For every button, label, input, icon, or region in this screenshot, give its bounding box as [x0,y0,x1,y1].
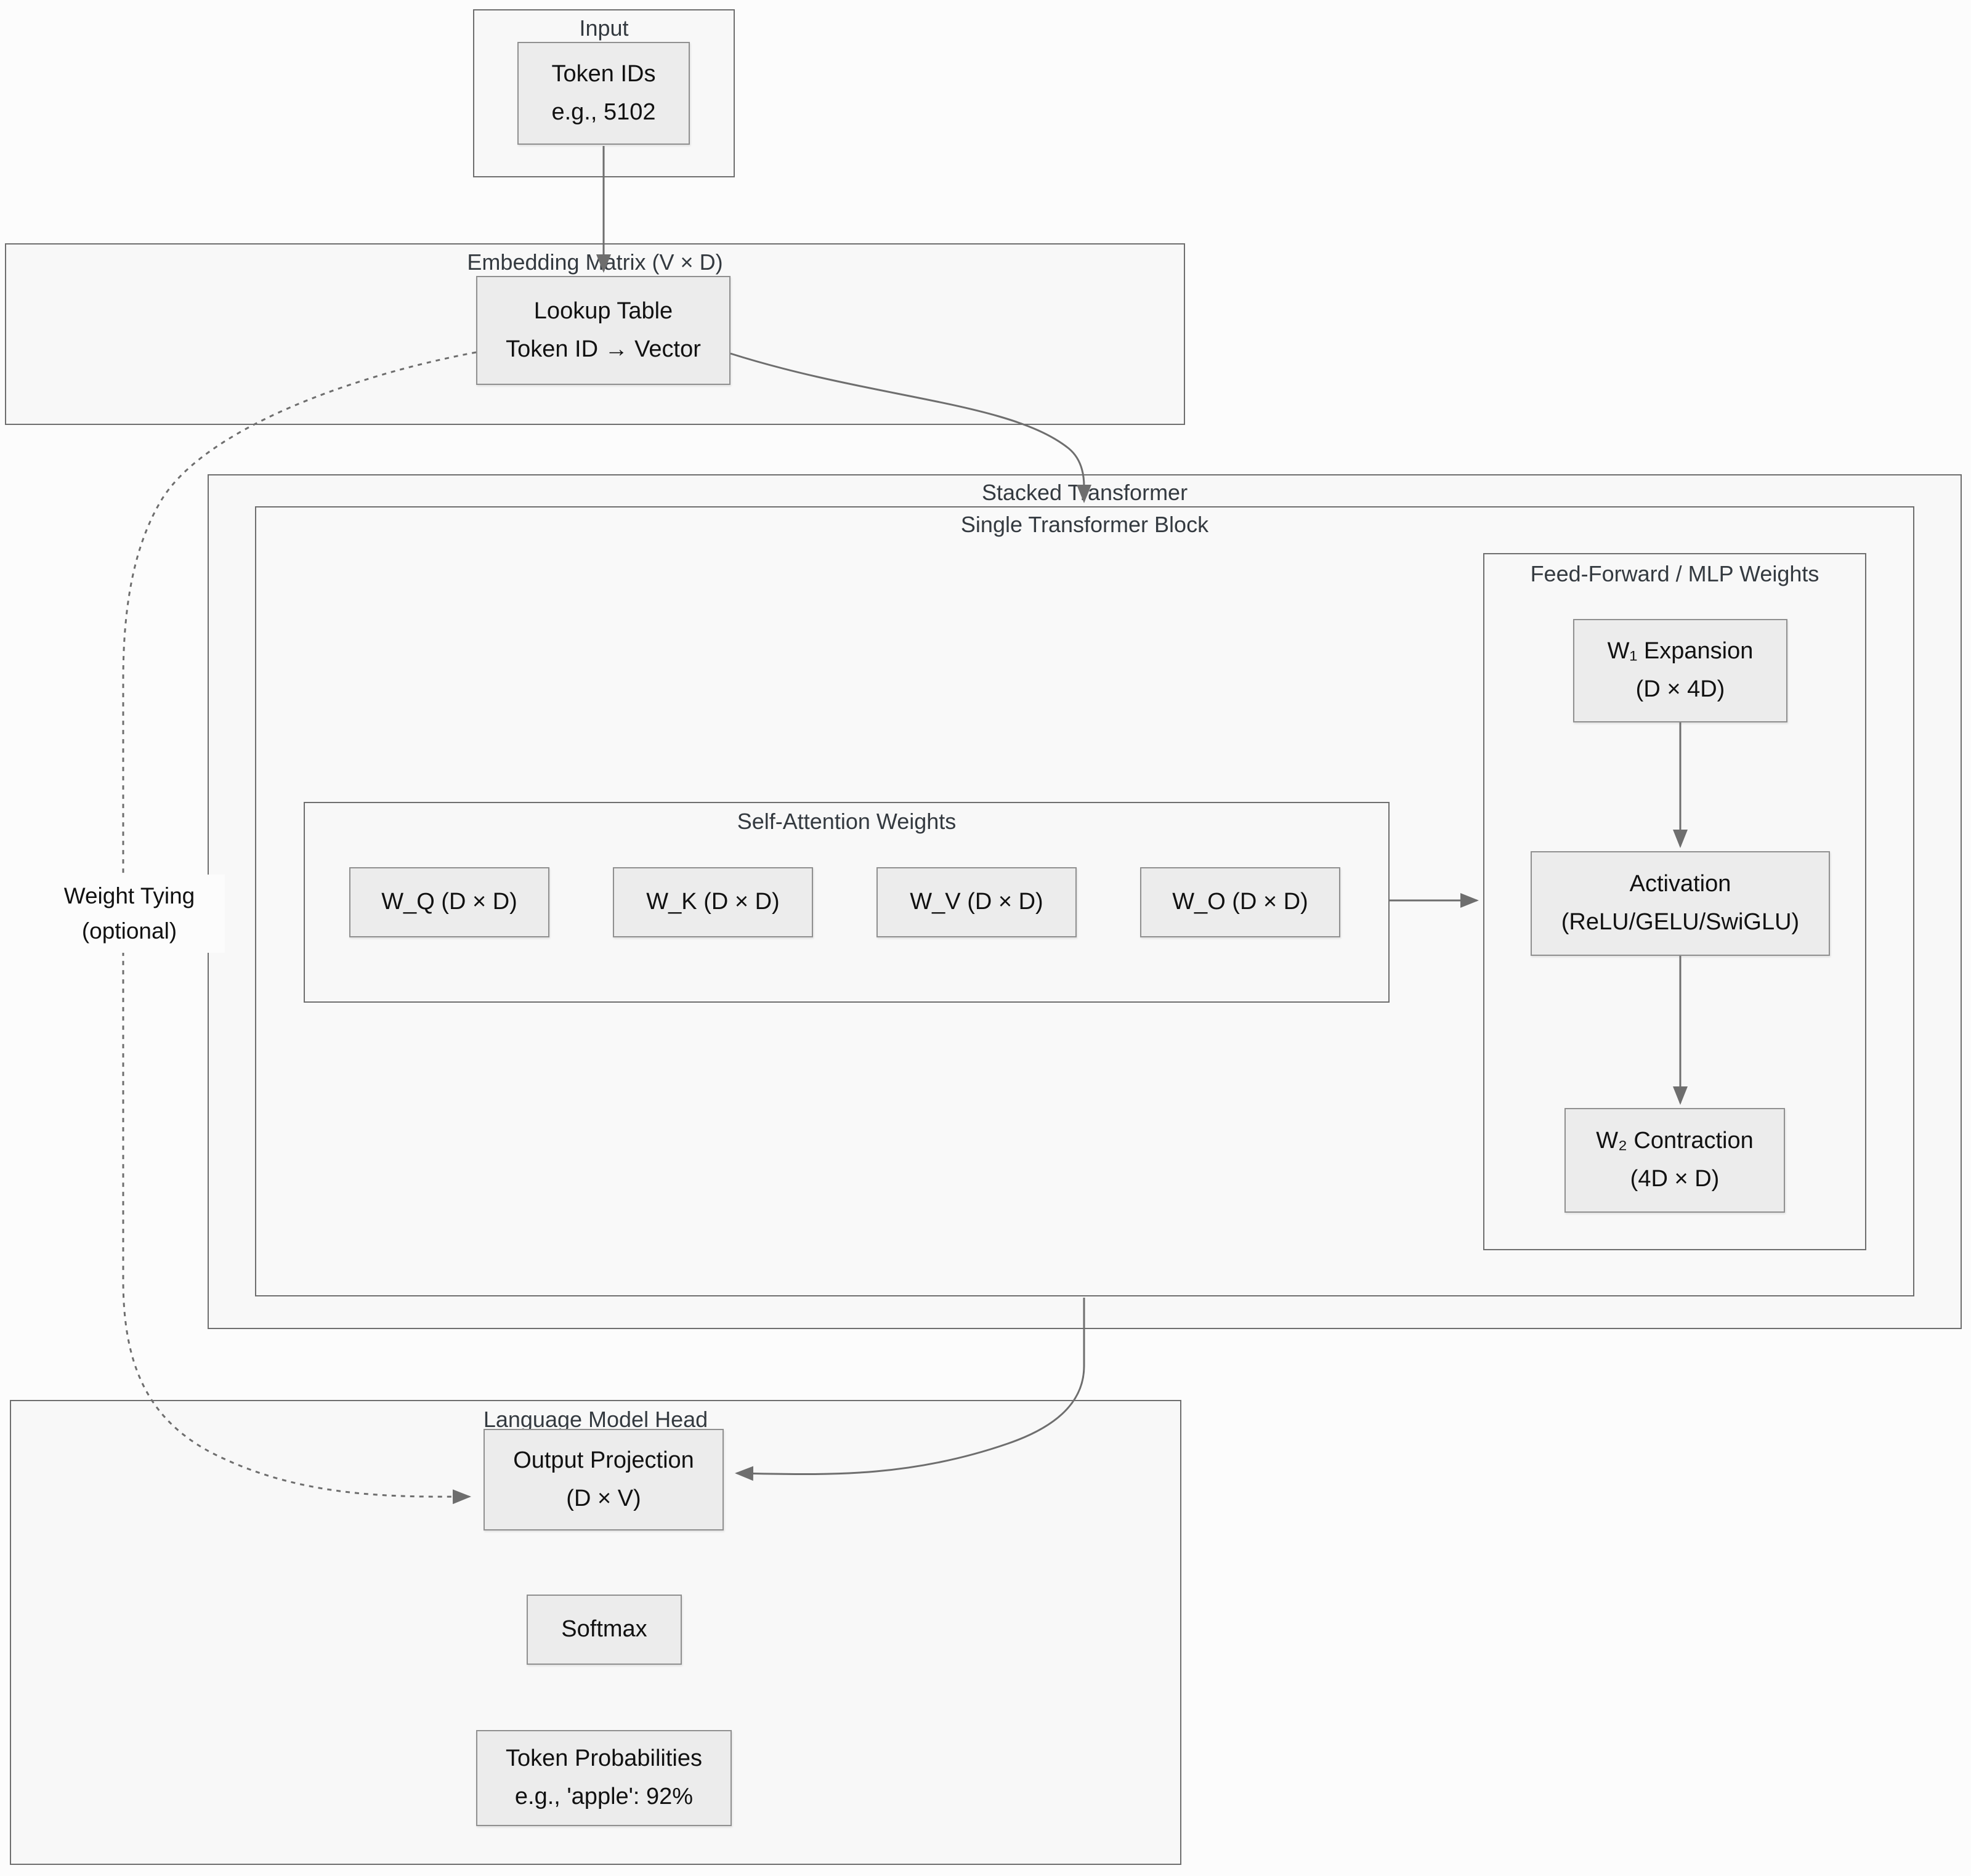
token-probabilities-line2: e.g., 'apple': 92% [514,1784,694,1809]
wo-node: W_O (D × D) [1140,867,1340,937]
weight-tying-line2: (optional) [81,918,177,944]
edge-lookup-to-transformer-block [730,352,1091,503]
w2-contraction-line2: (4D × D) [1630,1166,1720,1192]
activation-line2: (ReLU/GELU/SwiGLU) [1561,909,1800,935]
weight-tying-line1: Weight Tying [63,883,195,908]
activation-node: Activation (ReLU/GELU/SwiGLU) [1531,851,1830,956]
softmax-node: Softmax [527,1595,682,1665]
w1-expansion-line1: W₁ Expansion [1607,638,1754,665]
token-ids-line2: e.g., 5102 [551,99,656,125]
lookup-table-node: Lookup Table Token ID → Vector [476,276,731,385]
token-ids-node: Token IDs e.g., 5102 [517,42,690,145]
token-ids-line1: Token IDs [551,60,656,87]
output-projection-line2: (D × V) [566,1485,641,1511]
weight-tying-label: Weight Tying (optional) [34,875,225,953]
w1-expansion-line2: (D × 4D) [1635,676,1725,702]
wv-node: W_V (D × D) [876,867,1077,937]
edge-transformer-to-output-projection [735,1298,1085,1481]
activation-line1: Activation [1629,871,1731,897]
w1-expansion-node: W₁ Expansion (D × 4D) [1573,619,1787,722]
output-projection-line1: Output Projection [513,1447,694,1473]
w2-contraction-line1: W₂ Contraction [1596,1128,1754,1154]
lookup-table-line2: Token ID → Vector [506,336,701,362]
w2-contraction-node: W₂ Contraction (4D × D) [1564,1108,1785,1213]
wk-node: W_K (D × D) [613,867,813,937]
token-probabilities-line1: Token Probabilities [506,1745,702,1772]
lookup-table-line1: Lookup Table [533,297,673,324]
output-projection-node: Output Projection (D × V) [484,1429,724,1530]
token-probabilities-node: Token Probabilities e.g., 'apple': 92% [476,1730,732,1826]
edge-weight-tying-dotted [122,351,477,1505]
wq-node: W_Q (D × D) [349,867,549,937]
